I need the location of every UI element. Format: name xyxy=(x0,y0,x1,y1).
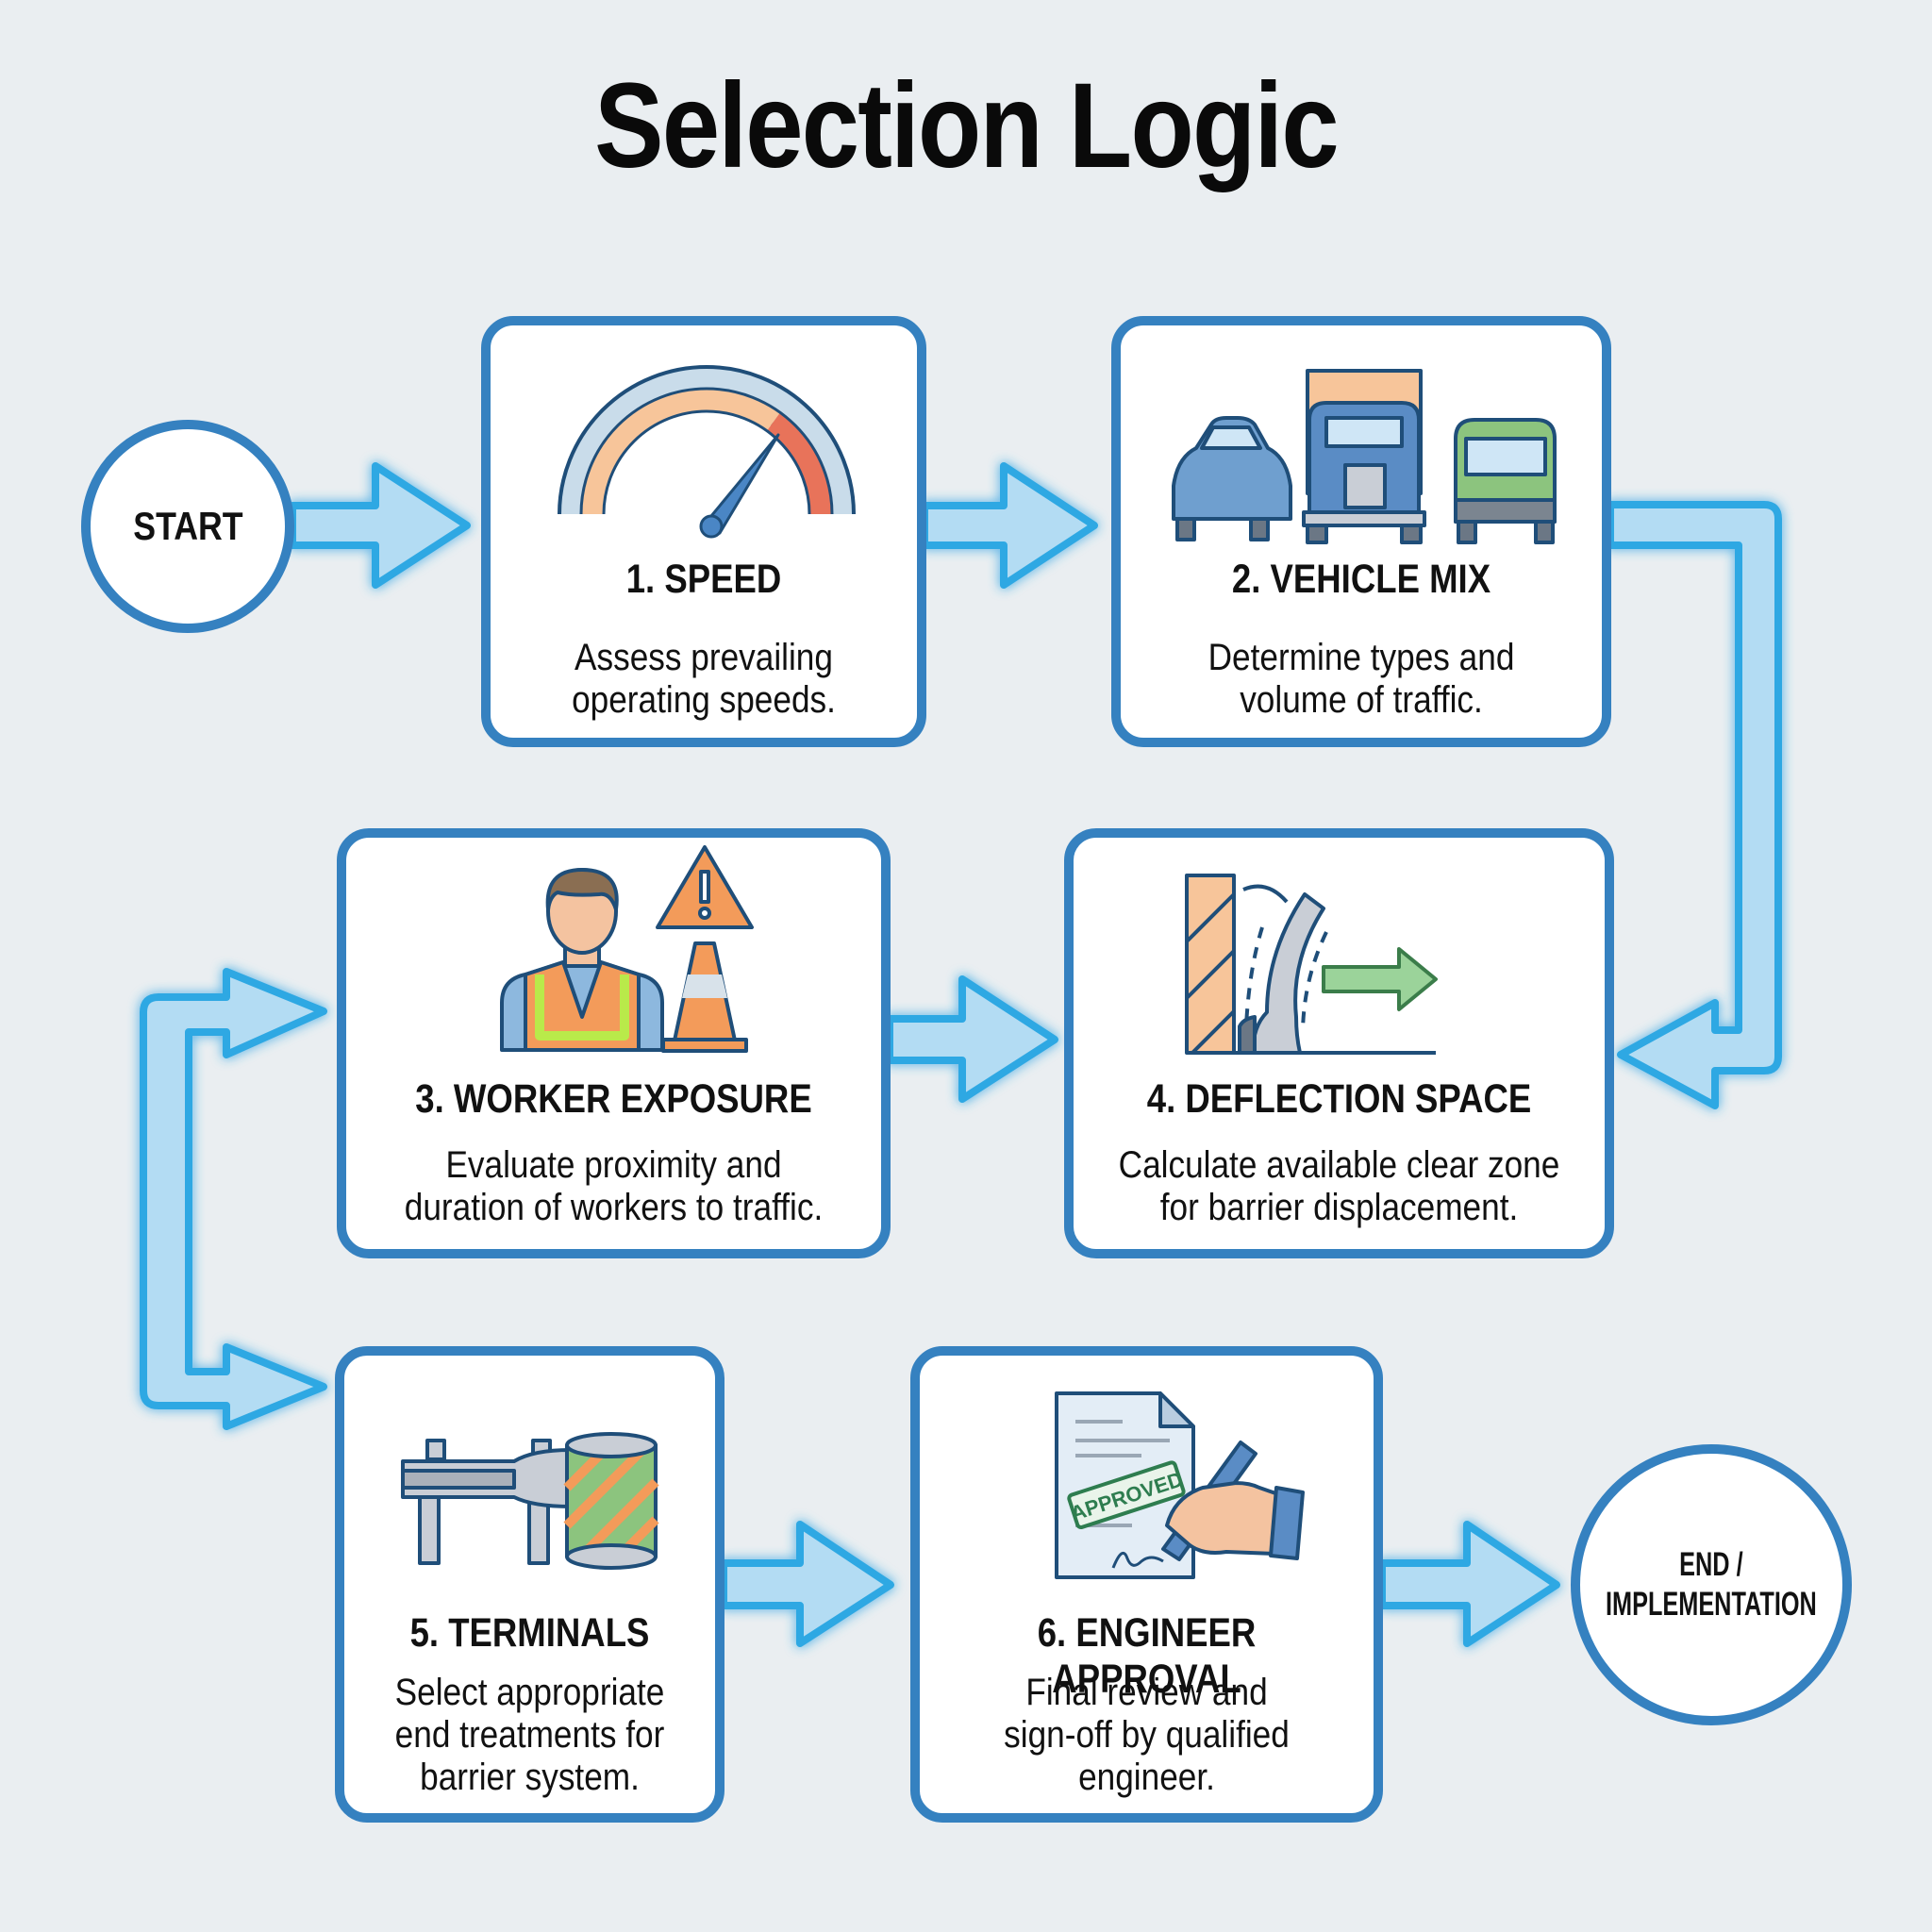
arrow-speed-to-vehicle-mix xyxy=(921,462,1098,589)
desc-line: end treatments for xyxy=(394,1714,665,1756)
step-engineer-approval-description: Final review and sign-off by qualified e… xyxy=(947,1672,1346,1799)
desc-line: duration of workers to traffic. xyxy=(404,1187,824,1228)
desc-line: Calculate available clear zone xyxy=(1118,1144,1560,1186)
step-deflection-space: 4. DEFLECTION SPACE Calculate available … xyxy=(1064,828,1614,1258)
step-speed: 1. SPEED Assess prevailing operating spe… xyxy=(481,316,926,747)
desc-line: Determine types and xyxy=(1208,637,1515,678)
desc-line: sign-off by qualified xyxy=(1004,1714,1290,1756)
arrow-start-to-speed xyxy=(289,462,471,589)
step-vehicle-mix-heading: 2. VEHICLE MIX xyxy=(1231,557,1491,602)
step-terminals: 5. TERMINALS Select appropriate end trea… xyxy=(335,1346,724,1823)
approval-document-icon: APPROVED xyxy=(1055,1391,1305,1579)
step-worker-exposure: 3. WORKER EXPOSURE Evaluate proximity an… xyxy=(337,828,891,1258)
step-worker-exposure-description: Evaluate proximity and duration of worke… xyxy=(378,1144,849,1229)
step-speed-heading: 1. SPEED xyxy=(625,557,782,602)
step-worker-exposure-heading: 3. WORKER EXPOSURE xyxy=(415,1076,812,1122)
speedometer-icon xyxy=(558,365,856,539)
guardrail-terminal-icon xyxy=(401,1432,659,1570)
end-label: END / IMPLEMENTATION xyxy=(1587,1545,1835,1624)
barrier-deflection-icon xyxy=(1185,874,1438,1055)
step-speed-description: Assess prevailing operating speeds. xyxy=(516,637,891,722)
desc-line: engineer. xyxy=(1078,1757,1215,1798)
start-node: START xyxy=(81,420,294,633)
step-terminals-heading: 5. TERMINALS xyxy=(409,1610,650,1656)
desc-line: barrier system. xyxy=(420,1757,640,1798)
end-label-line2: IMPLEMENTATION xyxy=(1606,1586,1817,1623)
start-label: START xyxy=(132,504,243,548)
arrow-bracket-to-worker-and-terminals xyxy=(140,968,327,1430)
end-label-line1: END / xyxy=(1679,1546,1743,1583)
step-deflection-space-heading: 4. DEFLECTION SPACE xyxy=(1146,1076,1532,1122)
step-deflection-space-description: Calculate available clear zone for barri… xyxy=(1106,1144,1573,1229)
arrow-approval-to-end xyxy=(1378,1521,1560,1647)
arrow-worker-to-deflection xyxy=(886,975,1058,1103)
step-engineer-approval-heading: 6. ENGINEER APPROVAL xyxy=(1037,1610,1257,1702)
page-title: Selection Logic xyxy=(594,58,1339,193)
desc-line: for barrier displacement. xyxy=(1159,1187,1519,1228)
end-node: END / IMPLEMENTATION xyxy=(1571,1444,1852,1725)
arrow-vehicle-mix-to-deflection xyxy=(1607,501,1782,1109)
desc-line: volume of traffic. xyxy=(1240,679,1483,721)
vehicles-icon xyxy=(1172,369,1557,544)
arrow-terminals-to-approval xyxy=(720,1521,894,1647)
step-terminals-description: Select appropriate end treatments for ba… xyxy=(367,1672,693,1799)
step-vehicle-mix-description: Determine types and volume of traffic. xyxy=(1150,637,1574,722)
desc-line: Evaluate proximity and xyxy=(445,1144,782,1186)
worker-hazard-icon xyxy=(500,845,754,1053)
desc-line: Assess prevailing xyxy=(575,637,833,678)
desc-line: Final review and xyxy=(1025,1672,1268,1713)
step-vehicle-mix: 2. VEHICLE MIX Determine types and volum… xyxy=(1111,316,1611,747)
step-engineer-approval: APPROVED 6. ENGINEER APPROVAL Final revi… xyxy=(910,1346,1383,1823)
desc-line: Select appropriate xyxy=(394,1672,665,1713)
desc-line: operating speeds. xyxy=(572,679,836,721)
